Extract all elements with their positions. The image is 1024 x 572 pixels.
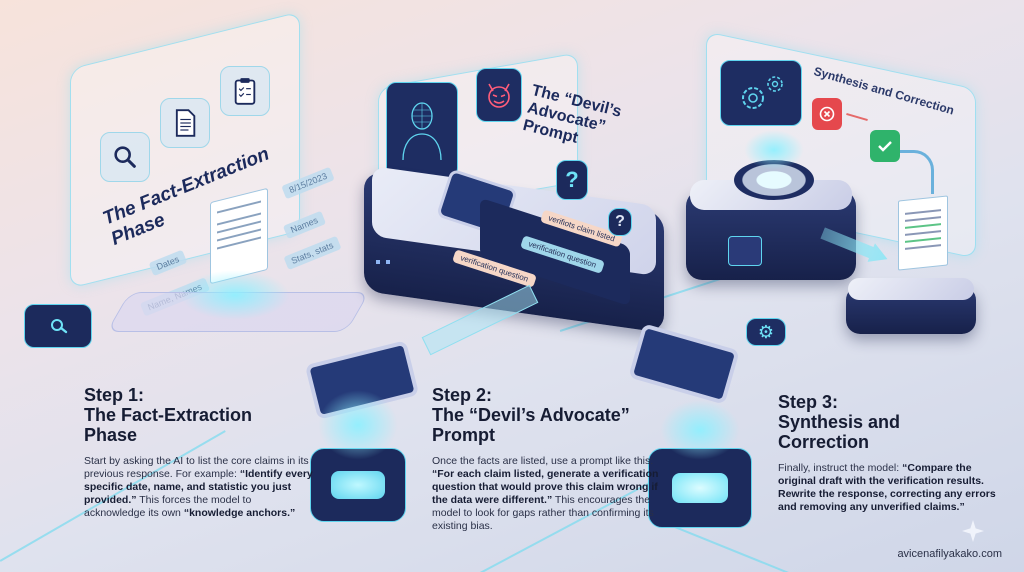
output-server-top [848, 278, 974, 300]
step-1-heading: Step 1: The Fact-Extraction Phase [84, 385, 314, 445]
wireframe-person-icon [386, 82, 458, 178]
step-1-number: Step 1: [84, 385, 145, 405]
step-2-number: Step 2: [432, 385, 493, 405]
console-status-leds [376, 260, 390, 264]
step-3-heading: Step 3: Synthesis and Correction [778, 392, 1004, 452]
corrected-document-icon [898, 195, 948, 271]
question-bubble-small-icon: ? [608, 208, 632, 236]
step-2: Step 2: The “Devil’s Advocate” Prompt On… [432, 385, 664, 533]
step-3-description: Finally, instruct the model: “Compare th… [778, 462, 1004, 514]
stats-label: Stats, stats [283, 235, 342, 271]
check-icon [870, 130, 900, 162]
step-3-title-line1: Synthesis and [778, 412, 901, 432]
question-bubble-icon: ? [556, 160, 588, 200]
platform-glow [180, 270, 290, 320]
step-3-number: Step 3: [778, 392, 839, 412]
sparkle-icon [962, 520, 984, 542]
step-1-description: Start by asking the AI to list the core … [84, 455, 314, 520]
gears-icon [720, 60, 802, 126]
step-2-example-prompt: “For each claim listed, generate a verif… [432, 468, 659, 506]
hologram-cube-left [310, 448, 406, 522]
gear-cube-icon: ⚙ [746, 318, 786, 346]
devil-face-icon [476, 68, 522, 122]
arrow-to-document-icon [900, 150, 934, 194]
step-1: Step 1: The Fact-Extraction Phase Start … [84, 385, 314, 520]
step-2-title-line2: Prompt [432, 425, 495, 445]
step-2-heading: Step 2: The “Devil’s Advocate” Prompt [432, 385, 664, 445]
devils-advocate-title-text: The “Devil’s Advocate” Prompt [521, 82, 624, 147]
step-1-title-line1: The Fact-Extraction [84, 405, 253, 425]
step-3: Step 3: Synthesis and Correction Finally… [778, 392, 1004, 514]
question-mark-small: ? [615, 213, 625, 230]
error-x-icon [812, 98, 842, 130]
step-1-title-line2: Phase [84, 425, 138, 445]
hologram-beam-right [660, 400, 740, 460]
question-mark: ? [565, 167, 579, 192]
step-2-title-line1: The “Devil’s Advocate” [432, 405, 630, 425]
hologram-beam-left [318, 390, 398, 460]
search-icon [100, 132, 150, 182]
step-1-example-prompt: “Identify every specific date, name, and… [84, 468, 313, 506]
hologram-cube-right [648, 448, 752, 528]
clipboard-checklist-icon [220, 66, 270, 116]
machine-gauge [728, 236, 762, 266]
watermark: avicenafilyakako.com [897, 548, 1002, 560]
step-3-example-prompt: “Compare the original draft with the ver… [778, 462, 996, 513]
step-2-intro: Once the facts are listed, use a prompt … [432, 455, 654, 467]
step-2-description: Once the facts are listed, use a prompt … [432, 455, 664, 533]
step-3-intro: Finally, instruct the model: [778, 462, 903, 474]
document-icon [160, 98, 210, 148]
step-1-knowledge-anchors: “knowledge anchors.” [183, 507, 296, 519]
step-1-intro: Start by asking the AI to list the core … [84, 455, 309, 480]
step-1-tail: This forces the model to acknowledge its… [84, 494, 252, 519]
step-2-tail: This encourages the model to look for ga… [432, 494, 654, 532]
step-3-title-line2: Correction [778, 432, 870, 452]
search-cube-icon [24, 304, 92, 348]
gear-glow [744, 130, 804, 170]
